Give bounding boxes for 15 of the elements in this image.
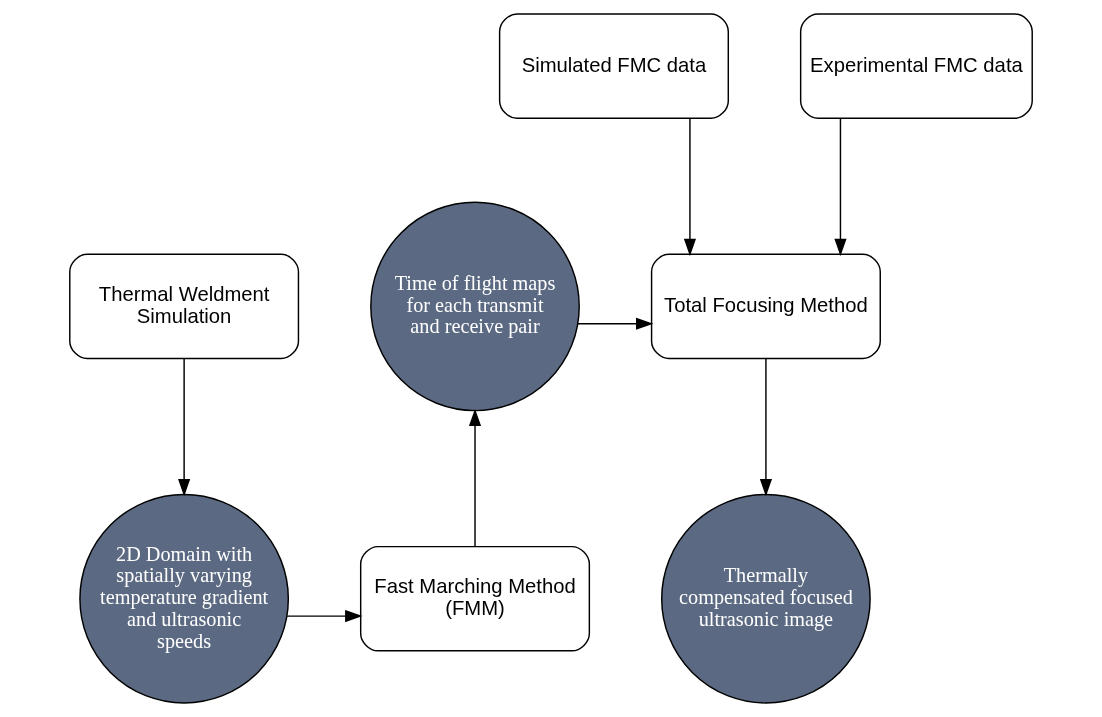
node-box: Simulated FMC data (498, 13, 729, 119)
arrow (834, 117, 847, 257)
arrow (683, 117, 697, 257)
arrow (468, 408, 482, 548)
node-circle: 2D Domain with spatially varying temperature gradient and ultrasonic speeds (79, 493, 290, 704)
node-box: Fast Marching Method (FMM) (359, 545, 591, 652)
node-box: Experimental FMC data (799, 13, 1033, 119)
arrow (577, 317, 654, 330)
node-circle: Time of flight maps for each transmit and receive pair (370, 201, 580, 412)
node-box: Total Focusing Method (650, 253, 881, 360)
arrow (286, 610, 363, 623)
node-circle: Thermally compensated focused ultrasonic image (661, 493, 871, 704)
arrow (178, 357, 191, 497)
arrow (759, 357, 772, 497)
node-box: Thermal Weldment Simulation (69, 253, 300, 360)
